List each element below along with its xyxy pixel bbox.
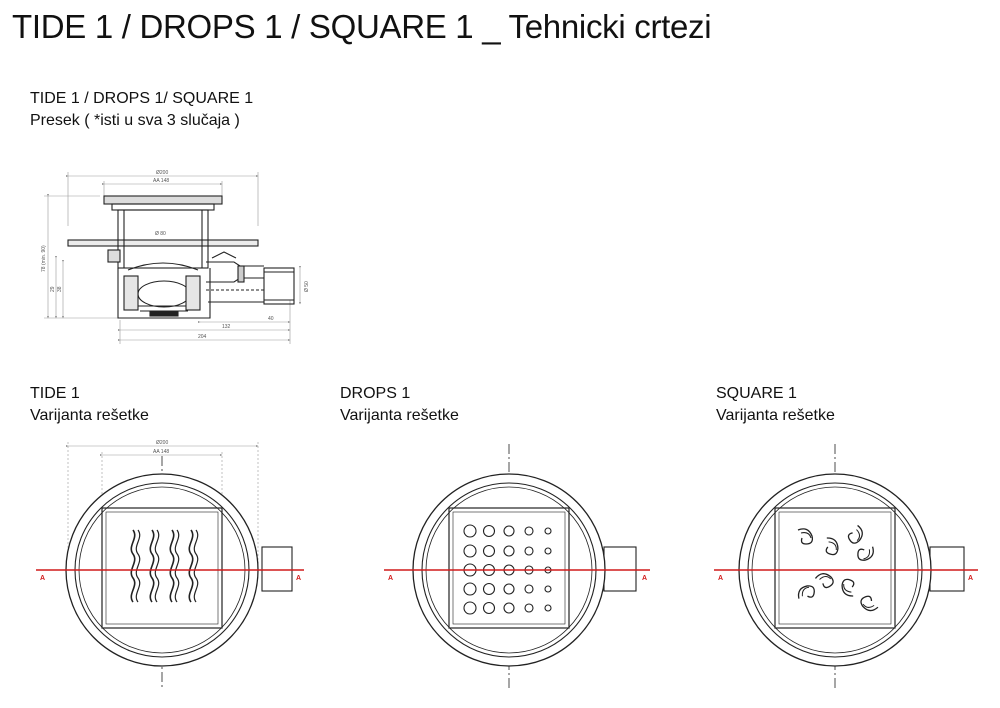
drops-hole — [524, 526, 534, 536]
drops-hole — [544, 604, 552, 612]
cross-section-drawing: Ø200 AA 148 Ø 80 78 (min. 90) 29 38 Ø 50… — [41, 170, 310, 344]
drops-hole — [482, 601, 496, 615]
dim-top-inner: AA 148 — [153, 178, 169, 184]
dim-40: 40 — [268, 316, 274, 322]
square-name: SQUARE 1 — [716, 385, 797, 402]
drops-section-mark-right: A — [642, 575, 647, 582]
drops-label: Varijanta rešetke — [340, 407, 459, 424]
tide-plan-drawing: Ø200 AA 148 A A — [36, 440, 304, 690]
drops-plan-drawing: A A — [384, 444, 650, 690]
dim-top-outer: Ø200 — [156, 170, 168, 176]
section-caption: TIDE 1 / DROPS 1/ SQUARE 1 Presek ( *ist… — [30, 88, 253, 132]
drops-hole — [544, 585, 552, 593]
drops-hole — [463, 601, 477, 615]
drops-hole — [503, 545, 515, 557]
drops-hole — [482, 582, 496, 596]
caption-drops: DROPS 1 Varijanta rešetke — [340, 383, 459, 427]
dim-204: 204 — [198, 334, 207, 340]
drops-hole — [463, 524, 477, 538]
dim-inner-bore: Ø 80 — [155, 231, 166, 237]
drops-hole — [482, 544, 496, 558]
dim-height-a: 29 — [50, 286, 56, 292]
square-section-mark-left: A — [718, 575, 723, 582]
drops-hole — [524, 546, 534, 556]
drops-hole — [482, 524, 496, 538]
drops-hole-grid — [463, 524, 552, 615]
drops-hole — [503, 525, 515, 537]
page-title: TIDE 1 / DROPS 1 / SQUARE 1 _ Tehnicki c… — [12, 8, 712, 45]
drops-name: DROPS 1 — [340, 385, 411, 402]
drops-hole — [544, 527, 552, 535]
drops-hole — [463, 582, 477, 596]
section-heading: TIDE 1 / DROPS 1/ SQUARE 1 — [30, 90, 254, 107]
section-subheading: Presek ( *isti u sva 3 slučaja ) — [30, 112, 240, 129]
drops-hole — [503, 583, 515, 595]
drops-section-mark-left: A — [388, 575, 393, 582]
tide-dim-inner: AA 148 — [153, 449, 169, 455]
tide-section-mark-right: A — [296, 575, 301, 582]
drops-hole — [463, 544, 477, 558]
square-section-mark-right: A — [968, 575, 973, 582]
caption-square: SQUARE 1 Varijanta rešetke — [716, 383, 835, 427]
tide-dim-outer: Ø200 — [156, 440, 168, 446]
tide-label: Varijanta rešetke — [30, 407, 149, 424]
drops-hole — [524, 603, 534, 613]
drops-hole — [503, 602, 515, 614]
square-label: Varijanta rešetke — [716, 407, 835, 424]
caption-tide: TIDE 1 Varijanta rešetke — [30, 383, 149, 427]
tide-name: TIDE 1 — [30, 385, 80, 402]
tide-section-mark-left: A — [40, 575, 45, 582]
square-plan-drawing: A A — [714, 444, 978, 690]
dim-height-b: 38 — [57, 286, 63, 292]
drops-hole — [524, 584, 534, 594]
dim-132: 132 — [222, 324, 231, 330]
dim-height-left: 78 (min. 90) — [41, 245, 47, 272]
dim-outlet: Ø 50 — [304, 281, 310, 292]
drops-hole — [544, 547, 552, 555]
